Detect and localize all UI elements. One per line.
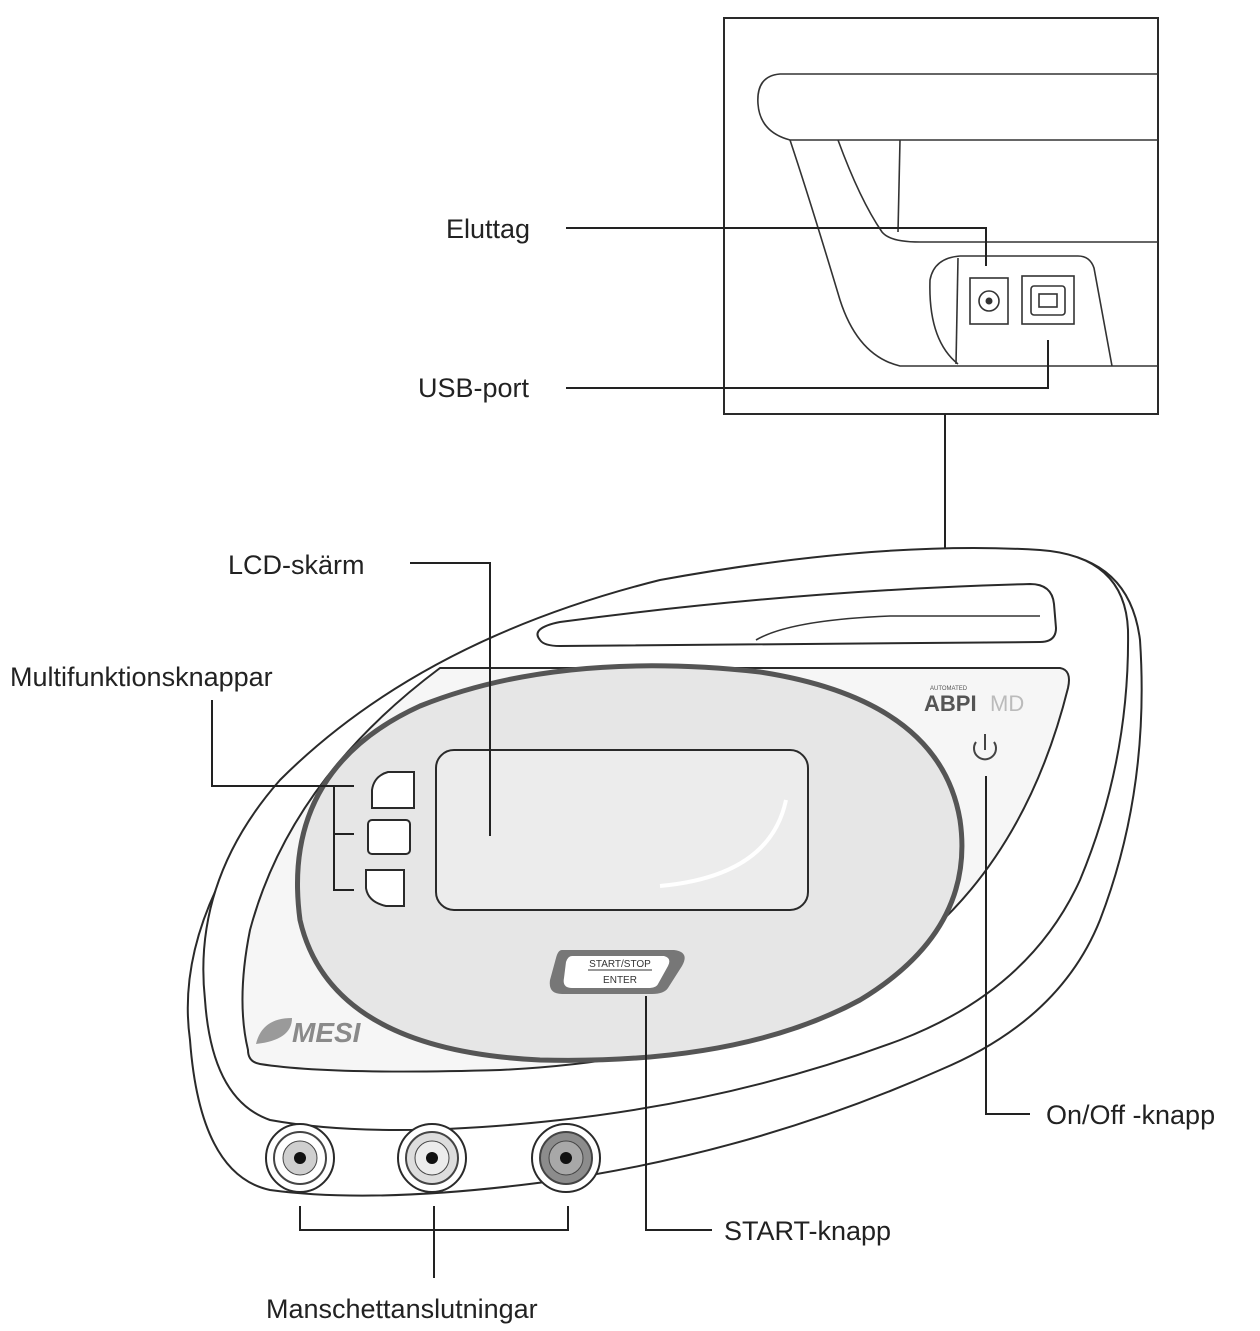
start-stop-button-face bbox=[563, 956, 670, 988]
cuff-connector-3[interactable] bbox=[531, 1123, 601, 1193]
usb-port-label: USB-port bbox=[418, 373, 530, 403]
multifunction-buttons-label: Multifunktionsknappar bbox=[10, 662, 273, 692]
model-suffix: MD bbox=[990, 691, 1024, 716]
usb-port-housing bbox=[1021, 275, 1075, 325]
power-icon-ring bbox=[973, 741, 997, 761]
multifunction-leader-branch bbox=[212, 785, 354, 891]
usb-port-socket bbox=[1030, 285, 1066, 316]
usb-port-leader bbox=[566, 340, 1049, 389]
cuff-connector-2[interactable] bbox=[397, 1123, 467, 1193]
multifunction-button-1[interactable] bbox=[371, 771, 415, 809]
leaf-icon bbox=[256, 1018, 292, 1044]
cuff-connector-1-hole bbox=[294, 1152, 306, 1164]
cuff-connectors-label: Manschettanslutningar bbox=[266, 1294, 538, 1324]
power-socket-label: Eluttag bbox=[446, 214, 530, 244]
lcd-glare bbox=[659, 799, 788, 888]
power-socket-leader bbox=[566, 227, 987, 266]
multifunction-button-3[interactable] bbox=[365, 869, 405, 907]
lcd-screen bbox=[435, 749, 809, 911]
lcd-screen-leader bbox=[410, 562, 491, 836]
rear-port-inset bbox=[723, 17, 1159, 415]
inset-inner-edge-2 bbox=[897, 139, 901, 233]
on-off-button-label: On/Off -knapp bbox=[1046, 1100, 1215, 1130]
power-socket-port bbox=[969, 277, 1009, 325]
start-stop-button[interactable]: START/STOP ENTER bbox=[549, 950, 685, 994]
cuff-connector-1[interactable] bbox=[265, 1123, 335, 1193]
start-stop-label: START/STOP bbox=[589, 959, 651, 970]
brand-name: MESI bbox=[292, 1017, 362, 1048]
mesi-logo: MESI bbox=[256, 1017, 362, 1048]
model-name: ABPI bbox=[924, 691, 977, 716]
power-icon[interactable] bbox=[973, 734, 997, 761]
power-socket-ring bbox=[978, 290, 1000, 312]
handle-inner-curve bbox=[755, 615, 1040, 641]
device-body: START/STOP ENTER MESI AUTOMATED ABPI MD bbox=[186, 547, 1143, 1197]
inset-frame bbox=[723, 17, 1159, 415]
lcd-screen-label: LCD-skärm bbox=[228, 550, 365, 580]
multifunction-button-2[interactable] bbox=[367, 819, 411, 855]
power-socket-pin bbox=[985, 297, 993, 305]
enter-label: ENTER bbox=[603, 975, 637, 986]
handle-slot bbox=[536, 582, 1058, 648]
abpi-md-logo: AUTOMATED ABPI MD bbox=[924, 686, 1024, 716]
inset-port-panel-edge bbox=[955, 257, 959, 365]
on-off-leader bbox=[985, 776, 1030, 1115]
inset-port-recess bbox=[929, 255, 1113, 367]
inset-inner-edge bbox=[837, 139, 1158, 243]
cuff-connector-2-hole bbox=[426, 1152, 438, 1164]
cuff-connector-3-hole bbox=[560, 1152, 572, 1164]
inset-device-side bbox=[789, 139, 1158, 367]
start-button-label: START-knapp bbox=[724, 1216, 891, 1246]
inset-device-body bbox=[757, 73, 1158, 141]
start-button-leader bbox=[645, 996, 712, 1231]
usb-port-tongue bbox=[1038, 293, 1058, 308]
model-tag: AUTOMATED bbox=[930, 686, 968, 692]
